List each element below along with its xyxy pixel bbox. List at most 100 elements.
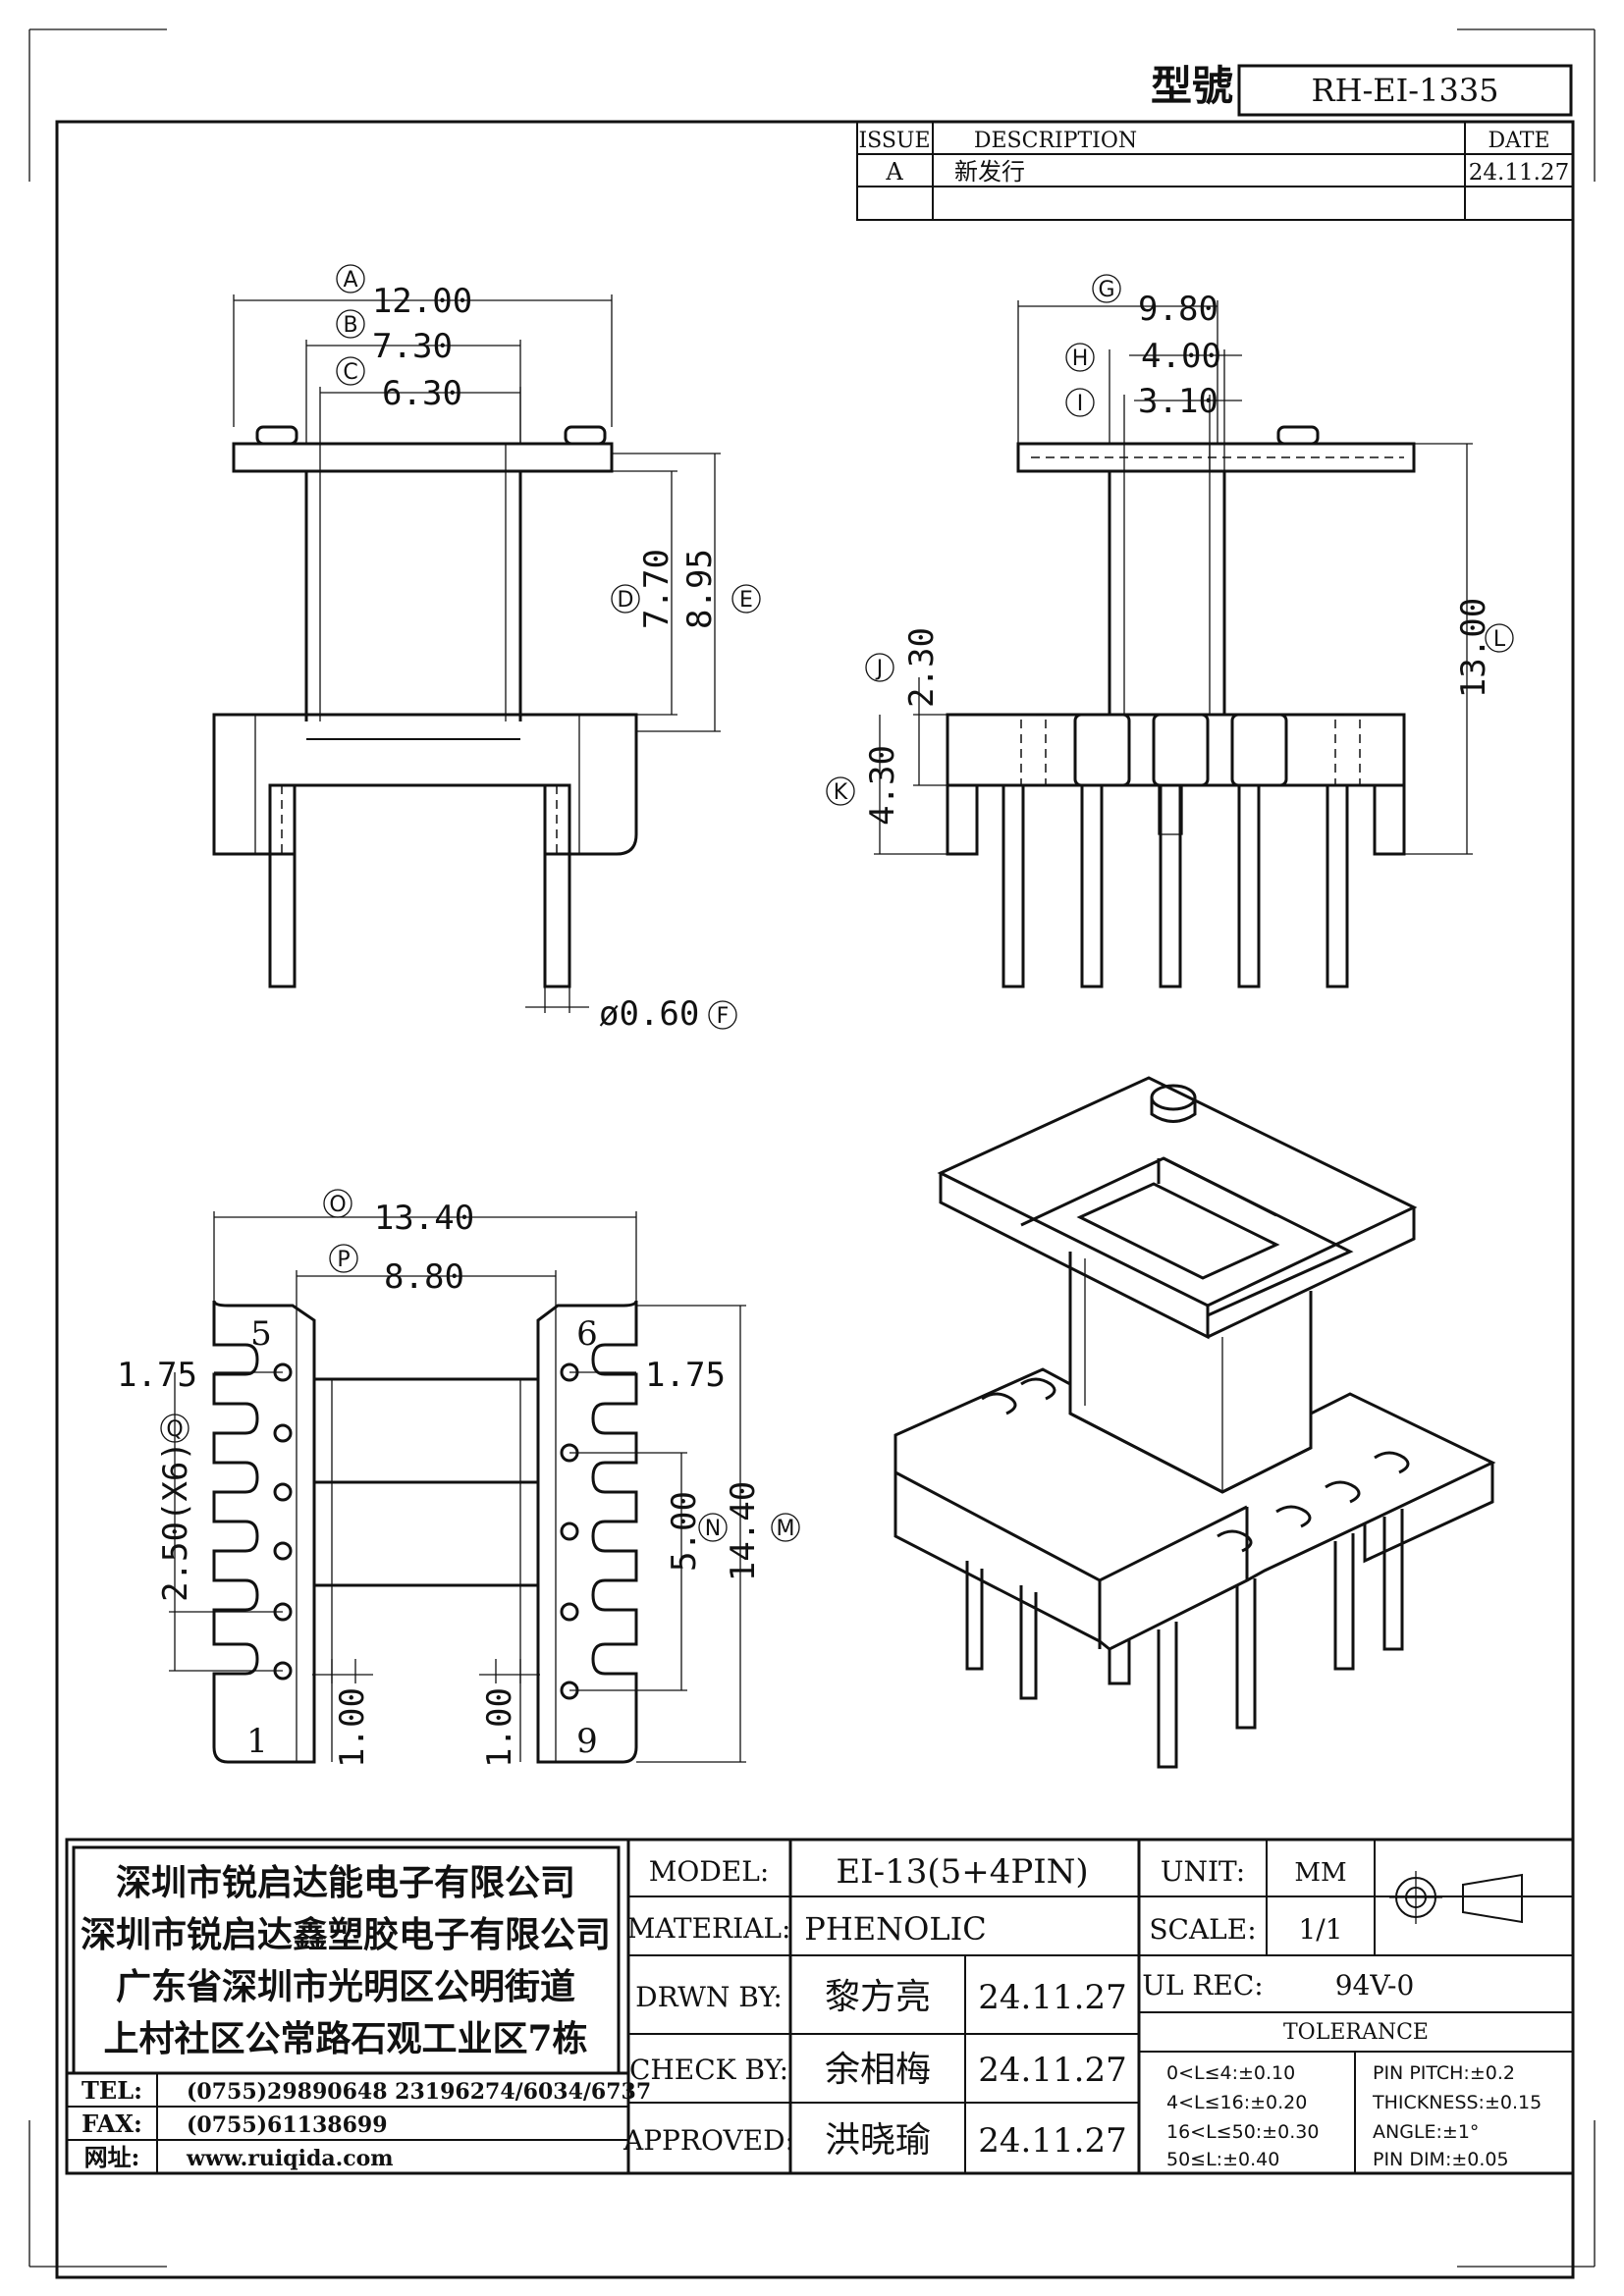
dim-q-value: 2.50(X6) bbox=[156, 1441, 195, 1602]
tol-row-3: 16<L≤50:±0.30 bbox=[1166, 2121, 1319, 2143]
rev-date-header: DATE bbox=[1488, 129, 1549, 153]
callout-i: I bbox=[1077, 392, 1084, 416]
pin-label-9: 9 bbox=[576, 1722, 598, 1761]
dim-d-value: 7.70 bbox=[637, 549, 677, 629]
callout-q: Q bbox=[166, 1417, 183, 1442]
check-label: CHECK BY: bbox=[629, 2054, 788, 2086]
unit-value: MM bbox=[1294, 1858, 1346, 1888]
unit-label: UNIT: bbox=[1161, 1855, 1245, 1888]
callout-k: K bbox=[834, 780, 848, 805]
dim-b-value: 7.30 bbox=[372, 327, 453, 366]
callout-j: J bbox=[875, 657, 884, 681]
dim-c-value: 6.30 bbox=[382, 374, 462, 413]
callout-h: H bbox=[1072, 347, 1089, 371]
dim-n-value: 5.00 bbox=[665, 1491, 704, 1572]
model-number: RH-EI-1335 bbox=[1311, 72, 1498, 109]
check-name: 余相梅 bbox=[825, 2050, 931, 2090]
company-line-2: 深圳市锐启达鑫塑胶电子有限公司 bbox=[81, 1914, 611, 1955]
rev-date-a: 24.11.27 bbox=[1469, 160, 1569, 186]
web-label: 网址: bbox=[84, 2143, 140, 2171]
side-dimensions bbox=[874, 300, 1473, 855]
callout-n: N bbox=[705, 1517, 721, 1541]
ul-value: 94V-0 bbox=[1335, 1969, 1415, 2002]
tel-label: TEL: bbox=[81, 2076, 142, 2105]
callout-c: C bbox=[343, 360, 357, 385]
rev-issue-header: ISSUE bbox=[858, 129, 930, 153]
material-value: PHENOLIC bbox=[804, 1910, 986, 1948]
dim-a-value: 12.00 bbox=[372, 282, 472, 321]
callout-e: E bbox=[739, 588, 753, 613]
ul-label: UL REC: bbox=[1142, 1969, 1263, 2002]
sheet-corners bbox=[28, 28, 1596, 2268]
tol2-row-3: ANGLE:±1° bbox=[1373, 2121, 1479, 2143]
rev-issue-a: A bbox=[885, 158, 903, 186]
bottom-view bbox=[212, 1300, 638, 1764]
callout-b: B bbox=[343, 313, 357, 338]
web-value: www.ruiqida.com bbox=[186, 2146, 394, 2171]
approved-date: 24.11.27 bbox=[978, 2121, 1126, 2161]
dim-j-value: 2.30 bbox=[902, 627, 942, 708]
material-label: MATERIAL: bbox=[627, 1912, 791, 1945]
tol-row-1: 0<L≤4:±0.10 bbox=[1166, 2062, 1295, 2084]
model-label: 型號 bbox=[1151, 62, 1233, 110]
model-field-label: MODEL: bbox=[649, 1855, 770, 1888]
bottom-dimensions bbox=[169, 1211, 746, 1763]
isometric-view bbox=[893, 1076, 1496, 1769]
dim-e-value: 8.95 bbox=[680, 549, 720, 629]
drawn-name: 黎方亮 bbox=[825, 1977, 931, 2017]
company-line-3: 广东省深圳市光明区公明街道 bbox=[116, 1966, 575, 2007]
approved-name: 洪晓瑜 bbox=[825, 2120, 931, 2161]
dim-side-right: 1.75 bbox=[645, 1356, 726, 1395]
drawn-label: DRWN BY: bbox=[635, 1981, 783, 2013]
rev-description-a: 新发行 bbox=[954, 158, 1025, 186]
approved-label: APPROVED: bbox=[623, 2124, 794, 2157]
tol-row-2: 4<L≤16:±0.20 bbox=[1166, 2092, 1307, 2113]
callout-f: F bbox=[717, 1004, 730, 1029]
drawn-date: 24.11.27 bbox=[978, 1978, 1126, 2017]
dim-pin-left: 1.00 bbox=[333, 1687, 372, 1768]
dim-k-value: 4.30 bbox=[863, 745, 902, 826]
side-callouts: G H I L J K bbox=[826, 274, 1514, 806]
pin-label-5: 5 bbox=[250, 1314, 272, 1354]
tol-row-4: 50≤L:±0.40 bbox=[1166, 2149, 1279, 2170]
dim-m-value: 14.40 bbox=[724, 1481, 763, 1581]
fax-value: (0755)61138699 bbox=[187, 2112, 388, 2138]
dim-o-value: 13.40 bbox=[374, 1199, 474, 1238]
tol2-row-2: THICKNESS:±0.15 bbox=[1372, 2092, 1542, 2113]
model-number-box bbox=[1237, 64, 1573, 117]
tol2-row-4: PIN DIM:±0.05 bbox=[1373, 2149, 1509, 2170]
front-dimensions bbox=[233, 294, 721, 1013]
revision-table: ISSUE DESCRIPTION DATE A 新发行 24.11.27 bbox=[856, 121, 1574, 221]
callout-g: G bbox=[1098, 278, 1114, 302]
dim-pin-right: 1.00 bbox=[480, 1687, 519, 1768]
pin-label-6: 6 bbox=[576, 1314, 598, 1354]
company-line-4: 上村社区公常路石观工业区7栋 bbox=[103, 2018, 587, 2059]
dim-p-value: 8.80 bbox=[384, 1257, 464, 1297]
dim-i-value: 3.10 bbox=[1138, 382, 1218, 421]
callout-a: A bbox=[343, 268, 357, 293]
callout-o: O bbox=[329, 1193, 346, 1217]
rev-description-header: DESCRIPTION bbox=[974, 129, 1137, 153]
title-block bbox=[65, 1838, 1575, 2175]
front-callouts: A B C D E F bbox=[336, 264, 761, 1030]
dim-h-value: 4.00 bbox=[1141, 337, 1221, 376]
bottom-callouts: O P Q N M bbox=[160, 1189, 800, 1542]
tolerance-label: TOLERANCE bbox=[1283, 2020, 1429, 2045]
company-line-1: 深圳市锐启达能电子有限公司 bbox=[116, 1862, 575, 1903]
tol2-row-1: PIN PITCH:±0.2 bbox=[1373, 2062, 1515, 2084]
scale-value: 1/1 bbox=[1298, 1913, 1342, 1946]
side-view bbox=[946, 425, 1416, 988]
front-view bbox=[212, 425, 638, 988]
dim-g-value: 9.80 bbox=[1138, 290, 1218, 329]
callout-d: D bbox=[618, 588, 634, 613]
callout-l: L bbox=[1493, 627, 1506, 652]
pin-label-1: 1 bbox=[246, 1722, 268, 1761]
model-field-value: EI-13(5+4PIN) bbox=[836, 1852, 1088, 1892]
dim-l-value: 13.00 bbox=[1454, 598, 1493, 698]
tel-value: (0755)29890648 23196274/6034/6737 bbox=[187, 2079, 651, 2105]
scale-label: SCALE: bbox=[1149, 1913, 1256, 1946]
drawing-frame bbox=[55, 120, 1575, 2279]
check-date: 24.11.27 bbox=[978, 2051, 1126, 2090]
dim-side-left: 1.75 bbox=[117, 1356, 197, 1395]
